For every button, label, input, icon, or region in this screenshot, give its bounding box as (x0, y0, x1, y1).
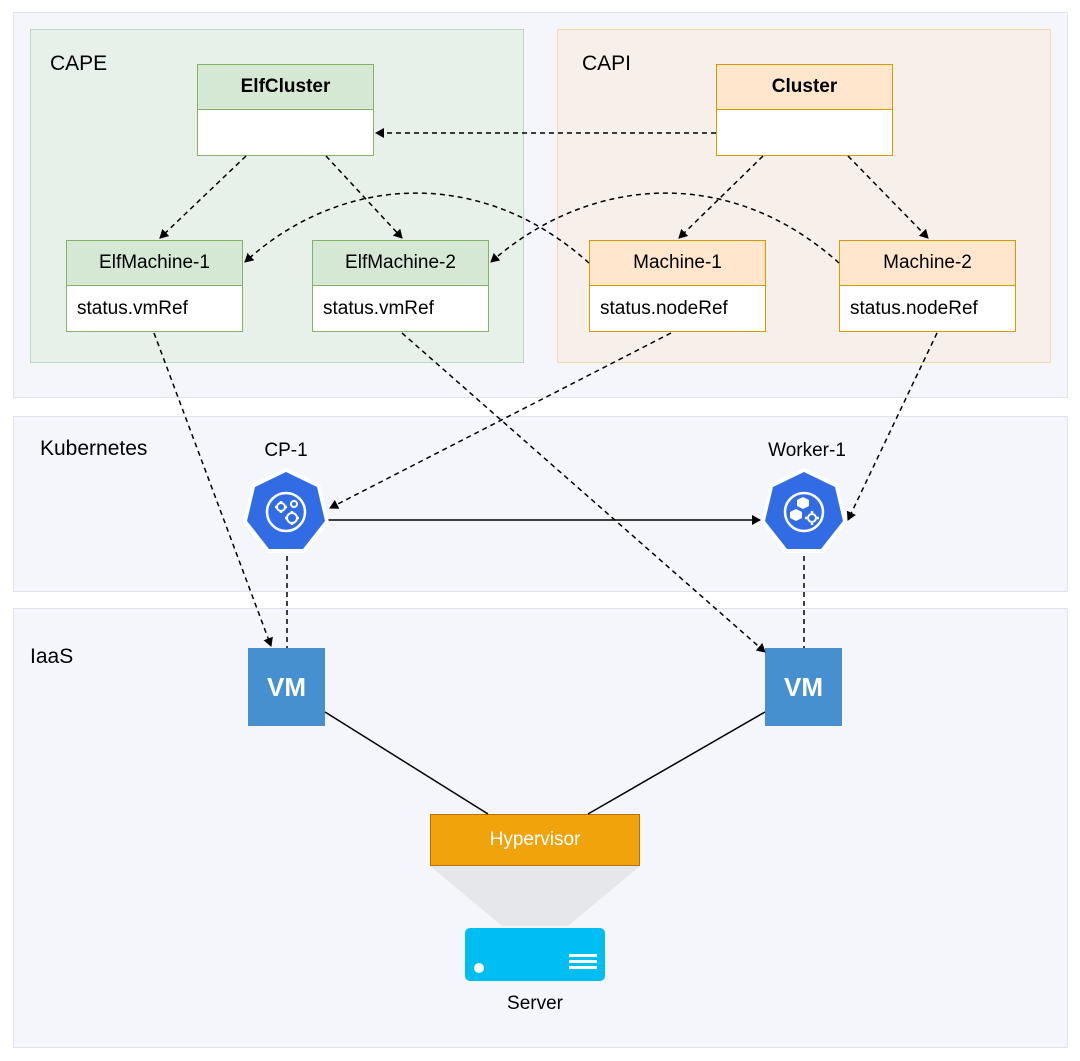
vm-1-to-hypervisor-line (324, 711, 489, 815)
kubernetes-control-plane-icon (243, 468, 329, 553)
machine-1-header[interactable]: Machine-1 (589, 240, 766, 286)
machine-1-to-cp-1-arrow (329, 332, 672, 509)
iaas-label: IaaS (30, 645, 74, 668)
worker-1-label: Worker-1 (768, 440, 846, 461)
elfmachine-2-header[interactable]: ElfMachine-2 (312, 240, 489, 286)
vm-2[interactable]: VM (765, 648, 842, 726)
kubernetes-region (13, 416, 1068, 592)
elfcluster-body[interactable] (197, 110, 374, 156)
cluster-body[interactable] (716, 110, 893, 156)
machine-2-to-worker-1-arrow (846, 332, 938, 521)
elfcluster-to-elfmachine-2-arrow (325, 155, 403, 239)
server-label: Server (507, 993, 563, 1014)
hypervisor[interactable]: Hypervisor (430, 814, 640, 866)
elfmachine-1-to-vm-1-arrow (153, 332, 273, 647)
elfmachine-1-field[interactable]: status.vmRef (66, 286, 243, 332)
kubernetes-worker-icon (761, 468, 847, 553)
elfcluster-header[interactable]: ElfCluster (197, 64, 374, 110)
cape-label: CAPE (50, 52, 108, 75)
vm-1[interactable]: VM (248, 648, 325, 726)
cp-1-label: CP-1 (264, 440, 308, 461)
elfmachine-2-to-vm-2-arrow (401, 332, 766, 653)
capi-label: CAPI (582, 52, 632, 75)
machine-2-field[interactable]: status.nodeRef (839, 286, 1016, 332)
kubernetes-label: Kubernetes (40, 437, 148, 460)
machine-2-header[interactable]: Machine-2 (839, 240, 1016, 286)
hypervisor-server-shade (430, 866, 640, 926)
elfmachine-1-header[interactable]: ElfMachine-1 (66, 240, 243, 286)
elfmachine-2-field[interactable]: status.vmRef (312, 286, 489, 332)
machine-1-field[interactable]: status.nodeRef (589, 286, 766, 332)
vm-2-to-hypervisor-line (587, 711, 766, 815)
machine-2-to-elfmachine-2-arc (490, 192, 840, 264)
cluster-to-machine-2-arrow (847, 155, 929, 239)
machine-1-to-elfmachine-1-arc (244, 192, 590, 264)
cluster-to-machine-1-arrow (678, 155, 764, 239)
cluster-header[interactable]: Cluster (716, 64, 893, 110)
elfcluster-to-elfmachine-1-arrow (159, 155, 247, 239)
server-icon (465, 928, 605, 981)
